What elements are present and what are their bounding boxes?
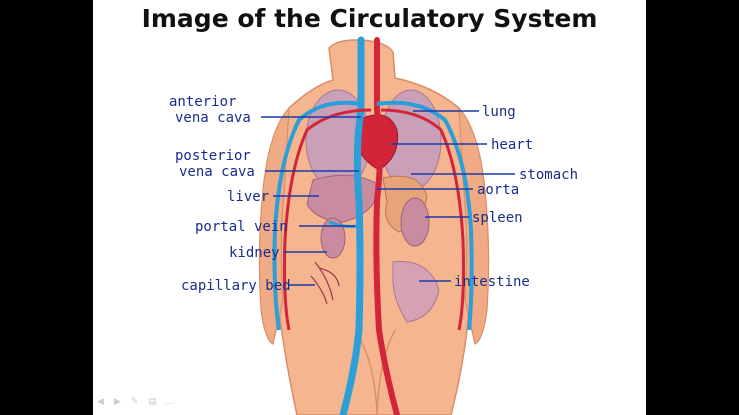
arm-artery-left (283, 108, 372, 331)
label-kidney: kidney (229, 245, 280, 261)
next-arrow-icon[interactable]: ▶ (114, 397, 121, 407)
arm-vein-left (272, 100, 362, 331)
vena-cava-vessel (339, 36, 365, 415)
blood-vessels (272, 36, 474, 415)
label-lung: lung (482, 104, 516, 120)
label-anterior-vena-cava-line1: anterior (169, 94, 236, 110)
label-heart: heart (491, 137, 533, 153)
prev-arrow-icon[interactable]: ◀ (97, 397, 104, 407)
left-labels: anterior vena cava posterior vena cava l… (169, 94, 361, 294)
spleen (400, 197, 430, 247)
aorta-vessel (373, 37, 400, 415)
more-icon[interactable]: … (165, 397, 174, 407)
circulatory-diagram: anterior vena cava posterior vena cava l… (169, 36, 578, 415)
menu-icon[interactable]: ▤ (148, 397, 157, 407)
label-anterior-vena-cava-line2: vena cava (175, 110, 251, 126)
intestine (392, 261, 440, 323)
label-intestine: intestine (454, 274, 530, 290)
label-stomach: stomach (519, 167, 578, 183)
label-posterior-vena-cava-line1: posterior (175, 148, 251, 164)
arm-artery-right (380, 108, 465, 331)
label-portal-vein: portal vein (195, 219, 288, 235)
label-liver: liver (227, 189, 269, 205)
organs (305, 89, 442, 323)
left-kidney (320, 217, 346, 259)
slideshow-nav: ◀ ▶ ✎ ▤ … (97, 398, 175, 407)
pen-icon[interactable]: ✎ (131, 397, 139, 407)
label-capillary-bed: capillary bed (181, 278, 291, 294)
right-labels: lung heart stomach aorta spleen intestin… (377, 104, 578, 290)
heart (354, 114, 399, 171)
label-posterior-vena-cava-line2: vena cava (179, 164, 255, 180)
slide: Image of the Circulatory System (93, 0, 646, 415)
label-spleen: spleen (472, 210, 523, 226)
label-aorta: aorta (477, 182, 519, 198)
right-arm (458, 106, 490, 345)
arm-vein-right (376, 100, 474, 331)
page-title: Image of the Circulatory System (141, 4, 598, 33)
capillary-bed (310, 261, 340, 305)
